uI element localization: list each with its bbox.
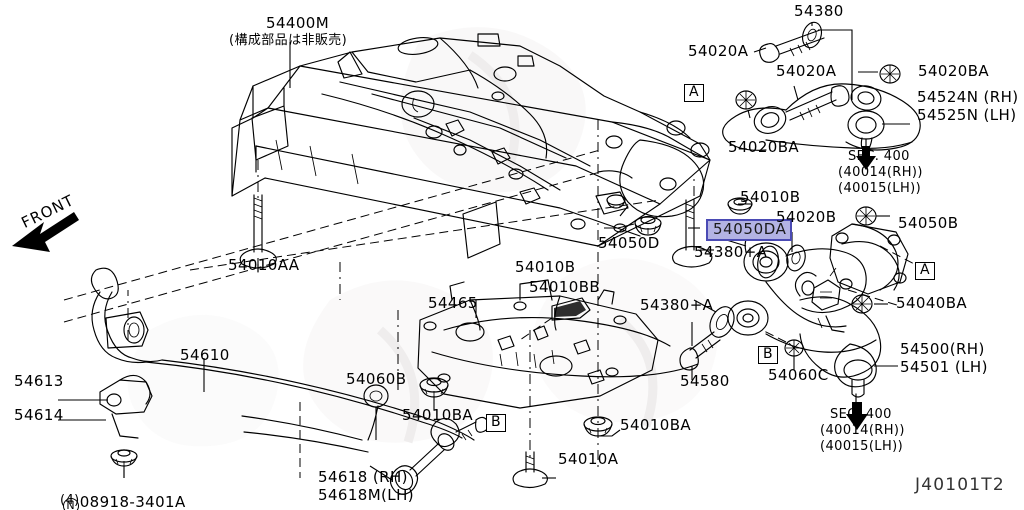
label-54020A-lower: 54020A bbox=[776, 62, 837, 80]
label-54010B-right: 54010B bbox=[740, 188, 801, 206]
label-54500-rh: 54500(RH) bbox=[900, 340, 985, 358]
label-54524N-rh: 54524N (RH) bbox=[917, 88, 1019, 106]
nut-54010B-artwork bbox=[634, 215, 662, 236]
label-54400M: 54400M bbox=[266, 14, 330, 32]
nut-symbol-icon: N bbox=[62, 498, 79, 510]
bolt-54050D-small-artwork bbox=[606, 194, 626, 209]
lower-control-arm-54500-artwork bbox=[727, 206, 919, 430]
diagram-code: J40101T2 bbox=[915, 475, 1005, 495]
sec400-upper-line2: (40014(RH)) bbox=[838, 165, 923, 180]
stabilizer-bar-54610-artwork bbox=[90, 267, 475, 478]
label-08918-qty: (4) bbox=[60, 493, 80, 508]
label-08918-text: 08918-3401A bbox=[79, 493, 186, 510]
bolt-54010A-artwork bbox=[512, 451, 548, 489]
label-leader-lines bbox=[58, 22, 910, 481]
assembly-axis-lines bbox=[63, 120, 695, 470]
background-watermark bbox=[127, 27, 718, 447]
bolt-54580-artwork bbox=[679, 306, 735, 380]
sec400-lower-line3: (40015(LH)) bbox=[820, 439, 904, 454]
label-54613: 54613 bbox=[14, 372, 64, 390]
label-54060C: 54060C bbox=[768, 366, 829, 384]
sec400-upper-line1: SEC. 400 bbox=[848, 149, 910, 164]
label-54380A-lower: 54380+A bbox=[640, 296, 714, 314]
front-direction-arrow bbox=[12, 212, 79, 252]
label-54380A-upper: 54380+A bbox=[694, 243, 768, 261]
upper-control-arm-54524N-artwork bbox=[722, 21, 921, 170]
bolt-54010B-artwork bbox=[672, 199, 713, 268]
label-54501-lh: 54501 (LH) bbox=[900, 358, 988, 376]
label-54050D: 54050D bbox=[598, 234, 660, 252]
sec400-lower-line2: (40014(RH)) bbox=[820, 423, 905, 438]
callout-marker-b-right: B bbox=[758, 346, 779, 364]
label-54525N-lh: 54525N (LH) bbox=[917, 106, 1017, 124]
label-54050DA-highlighted[interactable]: 54050DA bbox=[706, 219, 793, 241]
label-54020B: 54020B bbox=[776, 208, 837, 226]
label-54010BA-right: 54010BA bbox=[620, 416, 692, 434]
label-54010BA-left: 54010BA bbox=[402, 406, 474, 424]
label-54618-rh: 54618 (RH) bbox=[318, 468, 408, 486]
label-54040BA: 54040BA bbox=[896, 294, 968, 312]
label-54050B: 54050B bbox=[898, 214, 959, 232]
sec400-lower-line1: SEC. 400 bbox=[830, 407, 892, 422]
label-54010B: 54010B bbox=[515, 258, 576, 276]
label-54400M-note: (構成部品は非販売) bbox=[229, 33, 348, 48]
callout-marker-a-top: A bbox=[684, 84, 704, 102]
label-54614: 54614 bbox=[14, 406, 64, 424]
callout-marker-a-right: A bbox=[915, 262, 935, 280]
label-54010AA: 54010AA bbox=[228, 256, 300, 274]
label-54380: 54380 bbox=[794, 2, 844, 20]
label-54020BA-upper: 54020BA bbox=[918, 62, 990, 80]
label-54618-lh: 54618M(LH) bbox=[318, 486, 414, 504]
sec400-upper-line3: (40015(LH)) bbox=[838, 181, 922, 196]
label-54060B: 54060B bbox=[346, 370, 407, 388]
label-54580: 54580 bbox=[680, 372, 730, 390]
label-54020BA-lower: 54020BA bbox=[728, 138, 800, 156]
stabilizer-link-54618-artwork bbox=[241, 384, 489, 495]
label-54010BB: 54010BB bbox=[529, 278, 601, 296]
label-54020A-upper: 54020A bbox=[688, 42, 749, 60]
label-54010A: 54010A bbox=[558, 450, 619, 468]
label-54610: 54610 bbox=[180, 346, 230, 364]
label-54465: 54465 bbox=[428, 294, 478, 312]
callout-marker-b-center: B bbox=[486, 414, 507, 432]
